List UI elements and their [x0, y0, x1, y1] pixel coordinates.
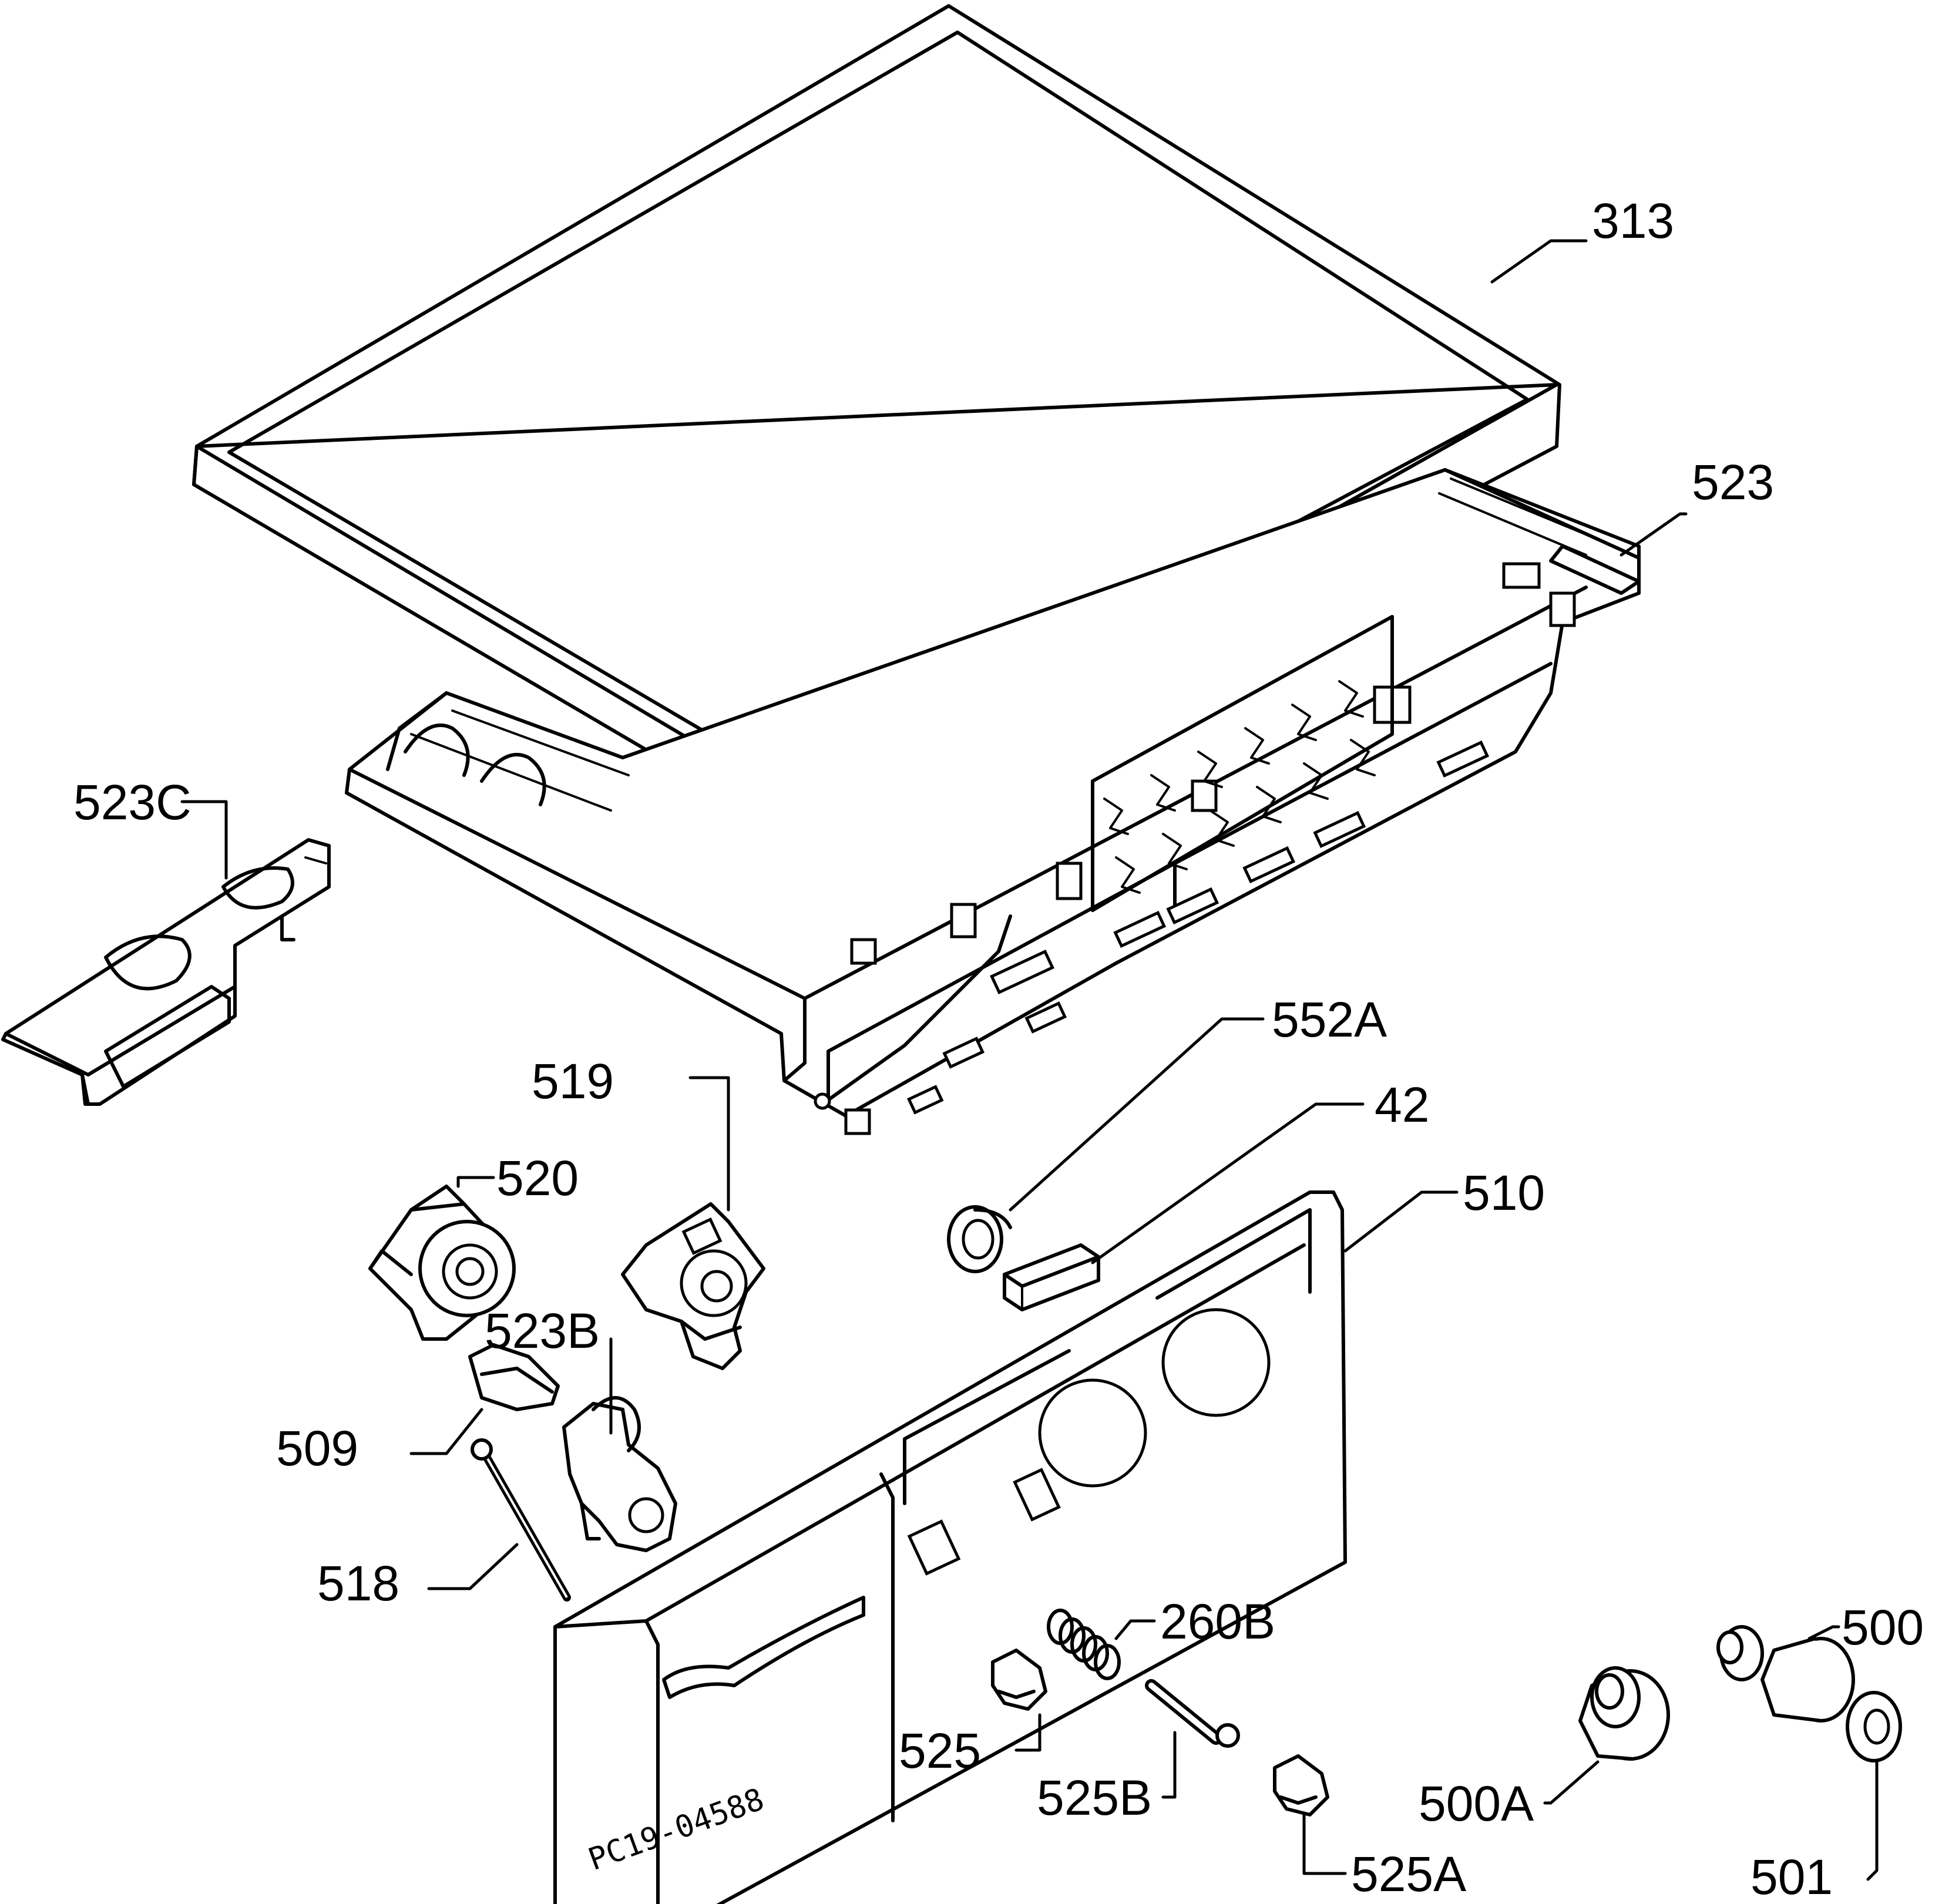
label-500a: 500A — [1419, 1776, 1534, 1831]
label-501: 501 — [1751, 1849, 1833, 1904]
label-519: 519 — [532, 1054, 614, 1109]
label-523b: 523B — [485, 1303, 600, 1358]
part-520-holder — [368, 1185, 516, 1341]
part-523-frame — [345, 468, 1641, 1135]
part-500a-knob — [1578, 1666, 1670, 1761]
part-501-ring — [1846, 1691, 1902, 1762]
leader-lines — [180, 239, 1879, 1881]
part-509-clip — [468, 1343, 560, 1411]
part-523b-latch — [562, 1396, 677, 1552]
part-525a-button — [1273, 1754, 1329, 1816]
label-520: 520 — [496, 1151, 579, 1206]
label-552a: 552A — [1272, 992, 1387, 1047]
label-260b: 260B — [1160, 1594, 1275, 1649]
label-525: 525 — [899, 1723, 981, 1778]
part-500-knob — [1716, 1625, 1855, 1723]
label-518: 518 — [317, 1556, 399, 1611]
label-313: 313 — [1592, 193, 1674, 248]
label-523c: 523C — [73, 775, 191, 830]
part-labels: 313 523 523C 552A 42 519 520 510 523B 50… — [73, 193, 1924, 1904]
label-525a: 525A — [1351, 1846, 1466, 1902]
part-260b-spring — [1047, 1609, 1121, 1680]
part-523c-bracket — [1, 838, 331, 1106]
part-552a-ring — [947, 1205, 1012, 1273]
label-509: 509 — [276, 1421, 358, 1476]
part-510-control-panel — [553, 1190, 1347, 1904]
part-519-holder — [621, 1202, 765, 1370]
label-500: 500 — [1842, 1600, 1924, 1655]
label-42: 42 — [1375, 1077, 1429, 1132]
label-525b: 525B — [1037, 1770, 1152, 1825]
part-525-button — [991, 1649, 1047, 1711]
part-518-rod — [471, 1438, 571, 1602]
label-510: 510 — [1463, 1165, 1545, 1220]
label-523: 523 — [1692, 455, 1774, 510]
part-42-block — [1003, 1243, 1100, 1311]
part-525b-plunger — [1145, 1679, 1240, 1748]
